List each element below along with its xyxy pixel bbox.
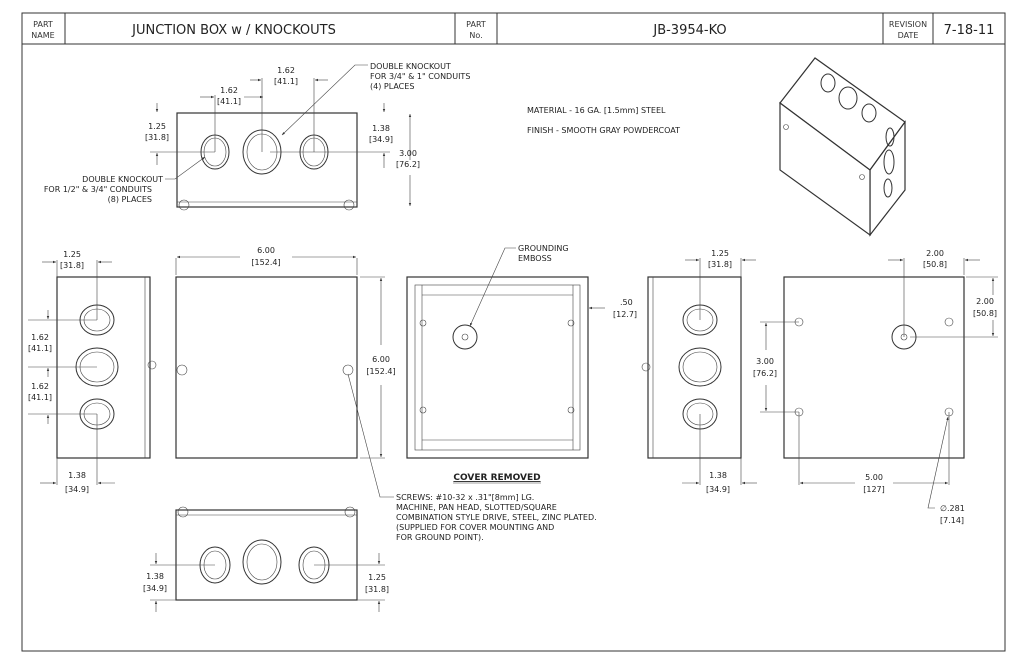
svg-text:2.00: 2.00 [976,297,994,306]
svg-text:1.25: 1.25 [711,249,729,258]
svg-text:3.00: 3.00 [756,357,774,366]
back-view: 2.00 [50.8] 2.00 [50.8] 3.00 [76.2] 5.00… [753,249,998,525]
svg-text:[41.1]: [41.1] [274,77,298,86]
part-name: JUNCTION BOX w / KNOCKOUTS [131,23,336,38]
svg-text:1.62: 1.62 [277,66,295,75]
svg-text:1.62: 1.62 [31,333,49,342]
svg-text:[12.7]: [12.7] [613,310,637,319]
svg-text:(SUPPLIED FOR COVER MOUNTING A: (SUPPLIED FOR COVER MOUNTING AND [396,523,554,532]
svg-text:3.00: 3.00 [399,149,417,158]
svg-text:.50: .50 [620,298,633,307]
svg-text:[41.1]: [41.1] [28,344,52,353]
cover-removed-label: COVER REMOVED [453,473,540,483]
svg-text:[31.8]: [31.8] [365,585,389,594]
svg-text:DOUBLE KNOCKOUT: DOUBLE KNOCKOUT [82,175,163,184]
svg-text:[34.9]: [34.9] [65,485,89,494]
svg-text:1.38: 1.38 [68,471,86,480]
svg-text:(8) PLACES: (8) PLACES [108,195,152,204]
revision-label: DATE [898,31,919,40]
svg-text:6.00: 6.00 [257,246,275,255]
bottom-view: 1.38 [34.9] 1.25 [31.8] [143,506,389,612]
svg-text:EMBOSS: EMBOSS [518,254,552,263]
svg-text:[7.14]: [7.14] [940,516,964,525]
revision-date: 7-18-11 [944,23,995,38]
svg-text:1.25: 1.25 [63,250,81,259]
svg-text:[31.8]: [31.8] [708,260,732,269]
cover-removed-view: GROUNDING EMBOSS .50 [12.7] COVER REMOVE… [406,244,637,484]
svg-text:1.25: 1.25 [368,573,386,582]
svg-text:MACHINE, PAN HEAD, SLOTTED/SQU: MACHINE, PAN HEAD, SLOTTED/SQUARE [396,503,557,512]
part-number: JB-3954-KO [652,23,726,38]
svg-text:GROUNDING: GROUNDING [518,244,569,253]
svg-text:[41.1]: [41.1] [217,97,241,106]
svg-text:[152.4]: [152.4] [366,367,395,376]
svg-text:FOR 1/2" & 3/4" CONDUITS: FOR 1/2" & 3/4" CONDUITS [44,185,152,194]
svg-text:[152.4]: [152.4] [251,258,280,267]
finish-note: FINISH - SMOOTH GRAY POWDERCOAT [527,126,680,135]
svg-text:(4) PLACES: (4) PLACES [370,82,414,91]
part-name-label: PART [33,20,53,29]
svg-text:[76.2]: [76.2] [396,160,420,169]
svg-text:SCREWS: #10-32 x .31"[8mm] LG.: SCREWS: #10-32 x .31"[8mm] LG. [396,493,534,502]
right-side-view: 1.25 [31.8] 1.38 [34.9] [641,249,757,494]
svg-text:1.62: 1.62 [31,382,49,391]
svg-text:[34.9]: [34.9] [706,485,730,494]
isometric-view [779,57,906,237]
top-view: 1.62 [41.1] 1.62 [41.1] 1.25 [31.8] 1.38… [44,62,470,211]
part-name-label: NAME [31,31,54,40]
part-no-label: No. [469,31,482,40]
svg-text:1.38: 1.38 [146,572,164,581]
title-block: PART NAME JUNCTION BOX w / KNOCKOUTS PAR… [21,12,1006,652]
part-no-label: PART [466,20,486,29]
svg-text:[31.8]: [31.8] [145,133,169,142]
revision-label: REVISION [889,20,927,29]
svg-text:[50.8]: [50.8] [923,260,947,269]
svg-text:2.00: 2.00 [926,249,944,258]
front-view: 6.00 [152.4] 6.00 [152.4] [175,246,396,459]
svg-text:FOR GROUND POINT).: FOR GROUND POINT). [396,533,484,542]
svg-text:[34.9]: [34.9] [143,584,167,593]
material-note: MATERIAL - 16 GA. [1.5mm] STEEL [527,106,666,115]
svg-text:[34.9]: [34.9] [369,135,393,144]
left-side-view: 1.25 [31.8] 1.62 [41.1] 1.62 [41.1] 1.38… [28,250,157,494]
svg-text:[127]: [127] [863,485,885,494]
svg-text:FOR 3/4" & 1" CONDUITS: FOR 3/4" & 1" CONDUITS [370,72,470,81]
svg-text:1.25: 1.25 [148,122,166,131]
svg-text:COMBINATION STYLE DRIVE, STEEL: COMBINATION STYLE DRIVE, STEEL, ZINC PLA… [396,513,597,522]
svg-text:[31.8]: [31.8] [60,261,84,270]
svg-text:∅.281: ∅.281 [940,504,965,513]
svg-text:1.38: 1.38 [709,471,727,480]
svg-text:[76.2]: [76.2] [753,369,777,378]
screw-callout: SCREWS: #10-32 x .31"[8mm] LG. MACHINE, … [347,373,597,542]
svg-text:DOUBLE KNOCKOUT: DOUBLE KNOCKOUT [370,62,451,71]
svg-text:6.00: 6.00 [372,355,390,364]
svg-text:[50.8]: [50.8] [973,309,997,318]
svg-text:[41.1]: [41.1] [28,393,52,402]
svg-text:1.38: 1.38 [372,124,390,133]
svg-text:1.62: 1.62 [220,86,238,95]
svg-text:5.00: 5.00 [865,473,883,482]
